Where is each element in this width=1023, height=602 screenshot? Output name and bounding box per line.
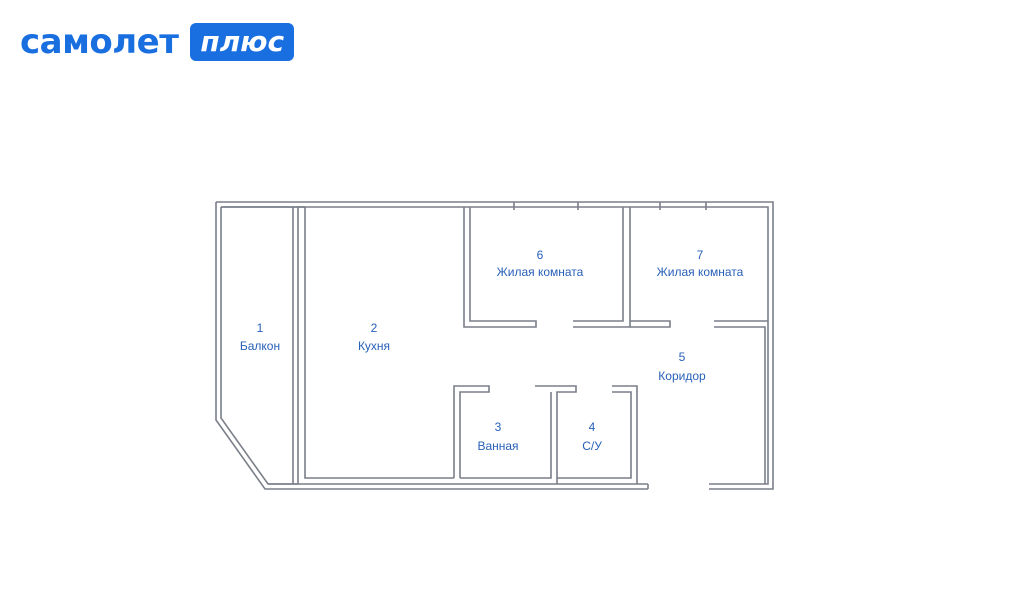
room-4-name: С/У <box>582 439 602 453</box>
room-4-number: 4 <box>589 420 596 434</box>
room-labels: 1 Балкон 2 Кухня 3 Ванная 4 С/У 5 Коридо… <box>240 248 744 453</box>
room-6-number: 6 <box>537 248 544 262</box>
room-2-name: Кухня <box>358 339 390 353</box>
brand-badge: плюс <box>190 23 295 61</box>
walls <box>215 201 774 490</box>
room-1-name: Балкон <box>240 339 280 353</box>
room-2-number: 2 <box>371 321 378 335</box>
room-3-name: Ванная <box>477 439 518 453</box>
room7-wall-right <box>714 320 768 484</box>
room-5-number: 5 <box>679 350 686 364</box>
window-mark <box>513 202 707 210</box>
toilet-wall <box>557 385 638 484</box>
bathroom-wall <box>453 385 490 478</box>
brand-badge-text: плюс <box>200 25 285 58</box>
room-6-name: Жилая комната <box>497 265 584 279</box>
brand-wordmark: самолет <box>20 22 179 62</box>
outer-wall-bottom-inner <box>220 207 648 485</box>
bathroom-wall-right <box>460 385 577 484</box>
room7-wall <box>630 320 671 328</box>
outer-wall-outline <box>216 201 774 490</box>
brand-logo: самолет плюс <box>20 22 295 62</box>
room-3-number: 3 <box>495 420 502 434</box>
balcony-wall <box>221 206 299 485</box>
room-1-number: 1 <box>257 321 264 335</box>
room-5-name: Коридор <box>658 369 706 383</box>
outer-wall-bottom <box>215 202 648 490</box>
room6-wall <box>463 207 537 328</box>
room-7-number: 7 <box>697 248 704 262</box>
kitchen-wall <box>304 207 454 479</box>
outer-wall-outline-inner <box>221 206 769 485</box>
room-7-name: Жилая комната <box>657 265 744 279</box>
